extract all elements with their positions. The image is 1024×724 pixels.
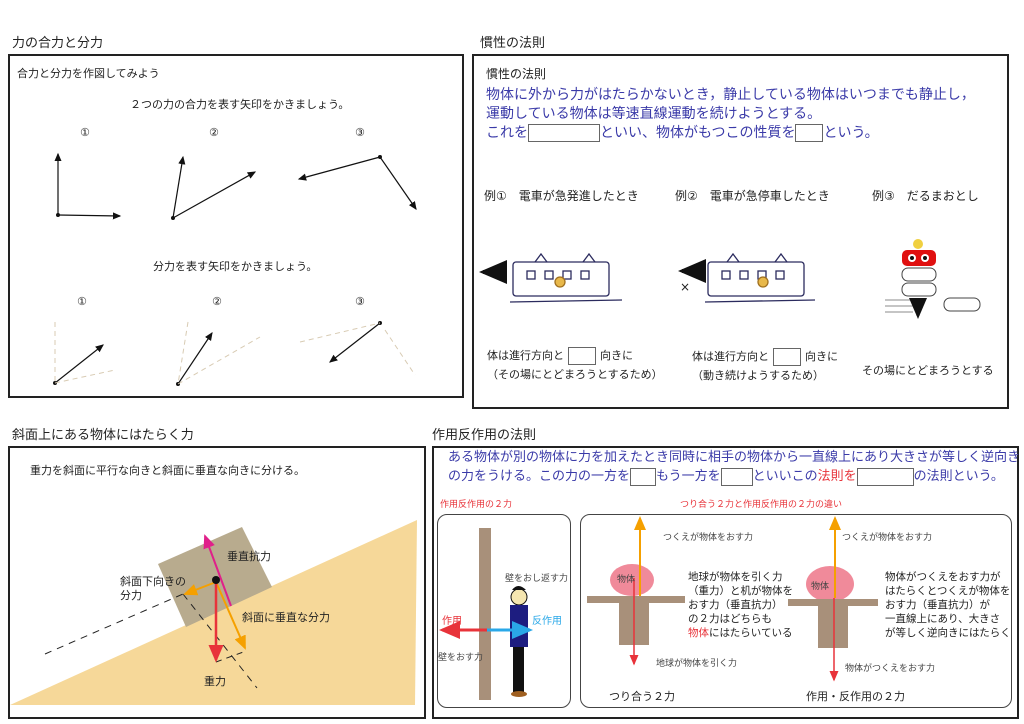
text: の２力はどちらも bbox=[688, 613, 772, 625]
train-illustration-1 bbox=[479, 252, 623, 303]
inertia-line-1: 物体に外から力がはたらかないとき，静止している物体はいつまでも静止し， bbox=[486, 87, 975, 103]
text: 向きに bbox=[805, 350, 838, 363]
slope-diagram bbox=[10, 520, 417, 705]
object-pushes-desk-label: 物体がつくえをおす力 bbox=[845, 664, 936, 674]
gravity-label: 重力 bbox=[204, 675, 226, 688]
action-reaction-explanation: 物体がつくえをおす力が はたらくとつくえが物体を おす力（垂直抗力）が 一直線上… bbox=[885, 570, 1011, 640]
action-section-title: 作用反作用の法則 bbox=[432, 428, 537, 443]
balance-explanation: 地球が物体を引く力 （重力）と机が物体を おす力（垂直抗力） の２力はどちらも … bbox=[688, 570, 793, 640]
answer-blank-reaction[interactable] bbox=[720, 467, 753, 486]
wall-person-illustration bbox=[439, 528, 533, 700]
action-line-2: の力をうける。この力の一方を もう一方を といいこの法則を の法則という。 bbox=[448, 467, 1004, 486]
action-line-1: ある物体が別の物体に力を加えたとき同時に相手の物体から一直線上にあり大きさが等し… bbox=[448, 450, 1021, 465]
action-panel bbox=[432, 446, 1019, 719]
text: おす力（垂直抗力） bbox=[688, 599, 783, 611]
slope-instruction: 重力を斜面に平行な向きと斜面に垂直な向きに分ける。 bbox=[30, 464, 305, 477]
balance-caption: つり合う２力 bbox=[609, 690, 675, 703]
desk-diagram-action-reaction bbox=[788, 516, 878, 682]
answer-blank-law[interactable] bbox=[528, 124, 600, 142]
object-label-1: 物体 bbox=[617, 575, 636, 585]
composition-section-title: 力の合力と分力 bbox=[12, 36, 104, 51]
component-arrows bbox=[54, 322, 381, 385]
inertia-section-title: 慣性の法則 bbox=[480, 36, 546, 51]
text: の力をうける。この力の一方を bbox=[448, 469, 631, 484]
text: という。 bbox=[823, 125, 879, 141]
wall-push-back-label: 壁をおし返す力 bbox=[505, 574, 569, 584]
text: 体は進行方向と bbox=[487, 349, 564, 362]
composition-panel bbox=[8, 54, 464, 398]
composition-intro: 合力と分力を作図してみよう bbox=[17, 67, 160, 80]
component-instruction: 分力を表す矢印をかきましょう。 bbox=[153, 260, 318, 273]
text: 一直線上にあり、大きさ bbox=[885, 613, 1001, 625]
inertia-line-2: 運動している物体は等速直線運動を続けようとする。 bbox=[486, 106, 822, 122]
earth-pulls-label: 地球が物体を引く力 bbox=[656, 659, 738, 669]
text: 地球が物体を引く力 bbox=[688, 571, 783, 583]
example-2: 例② 電車が急停車したとき bbox=[675, 189, 830, 203]
text: の法則という。 bbox=[913, 469, 1004, 484]
component-label-3: ③ bbox=[355, 295, 365, 308]
example-2-answer: 体は進行方向と 向きに bbox=[692, 348, 838, 366]
text: おす力（垂直抗力）が bbox=[885, 599, 990, 611]
cross-mark: × bbox=[680, 280, 691, 294]
slope-section-title: 斜面上にある物体にはたらく力 bbox=[12, 428, 194, 443]
normal-force-label: 垂直抗力 bbox=[227, 550, 271, 563]
answer-blank-ex2[interactable] bbox=[773, 348, 801, 366]
example-1: 例① 電車が急発進したとき bbox=[484, 189, 639, 203]
resultant-label-2: ② bbox=[209, 126, 219, 139]
component-label-1: ① bbox=[77, 295, 87, 308]
resultant-instruction: ２つの力の合力を表す矢印をかきましょう。 bbox=[130, 98, 350, 111]
component-guides bbox=[54, 321, 416, 385]
reaction-label: 反作用 bbox=[532, 616, 562, 627]
text: 物体がつくえをおす力が bbox=[885, 571, 1001, 583]
down-slope-label-1: 斜面下向きの bbox=[120, 575, 186, 588]
resultant-arrows bbox=[54, 152, 417, 220]
desk-diagram-balance bbox=[587, 516, 685, 666]
wall-box bbox=[437, 514, 571, 708]
answer-blank-law-name[interactable] bbox=[856, 467, 914, 486]
text: 法則を bbox=[817, 469, 857, 484]
daruma-illustration bbox=[885, 239, 981, 319]
action-label: 作用 bbox=[442, 616, 462, 627]
text: はたらくとつくえが物体を bbox=[885, 585, 1011, 597]
action-reaction-caption: 作用・反作用の２力 bbox=[806, 690, 905, 703]
inertia-line-3: これを といい、物体がもつこの性質を という。 bbox=[486, 124, 879, 143]
desk-pushes-label-1: つくえが物体をおす力 bbox=[663, 533, 754, 543]
text: が等しく逆向きにはたらく bbox=[885, 627, 1011, 639]
wall-push-label: 壁をおす力 bbox=[438, 653, 484, 663]
text: 物体 bbox=[688, 627, 709, 639]
train-illustration-2 bbox=[678, 252, 816, 303]
text: これを bbox=[486, 125, 528, 141]
resultant-label-3: ③ bbox=[355, 126, 365, 139]
answer-blank-property[interactable] bbox=[795, 124, 824, 142]
down-slope-label-2: 分力 bbox=[120, 589, 142, 602]
text: もう一方を bbox=[656, 469, 721, 484]
answer-blank-action[interactable] bbox=[630, 467, 657, 486]
text: （重力）と机が物体を bbox=[688, 585, 793, 597]
example-3-answer: その場にとどまろうとする bbox=[862, 364, 994, 377]
left-heading: 作用反作用の２力 bbox=[440, 500, 513, 510]
inertia-box-title: 慣性の法則 bbox=[486, 67, 547, 81]
resultant-label-1: ① bbox=[80, 126, 90, 139]
text: 体は進行方向と bbox=[692, 350, 769, 363]
right-heading: つり合う２力と作用反作用の２力の違い bbox=[680, 500, 843, 510]
text: 向きに bbox=[600, 349, 633, 362]
example-1-answer: 体は進行方向と 向きに bbox=[487, 347, 633, 365]
text: といいこの bbox=[752, 469, 818, 484]
text: といい、物体がもつこの性質を bbox=[600, 125, 796, 141]
example-2-reason: （動き続けようするため） bbox=[692, 369, 824, 382]
comparison-box bbox=[580, 514, 1012, 708]
slope-panel bbox=[8, 446, 426, 719]
desk-pushes-label-2: つくえが物体をおす力 bbox=[842, 533, 933, 543]
inertia-panel bbox=[472, 54, 1009, 409]
example-3: 例③ だるまおとし bbox=[872, 189, 979, 203]
text: にはたらいている bbox=[709, 627, 793, 639]
object-label-2: 物体 bbox=[811, 582, 830, 592]
example-1-reason: （その場にとどまろうとするため） bbox=[487, 368, 663, 381]
perpendicular-label: 斜面に垂直な分力 bbox=[242, 611, 330, 624]
component-label-2: ② bbox=[212, 295, 222, 308]
answer-blank-ex1[interactable] bbox=[568, 347, 596, 365]
